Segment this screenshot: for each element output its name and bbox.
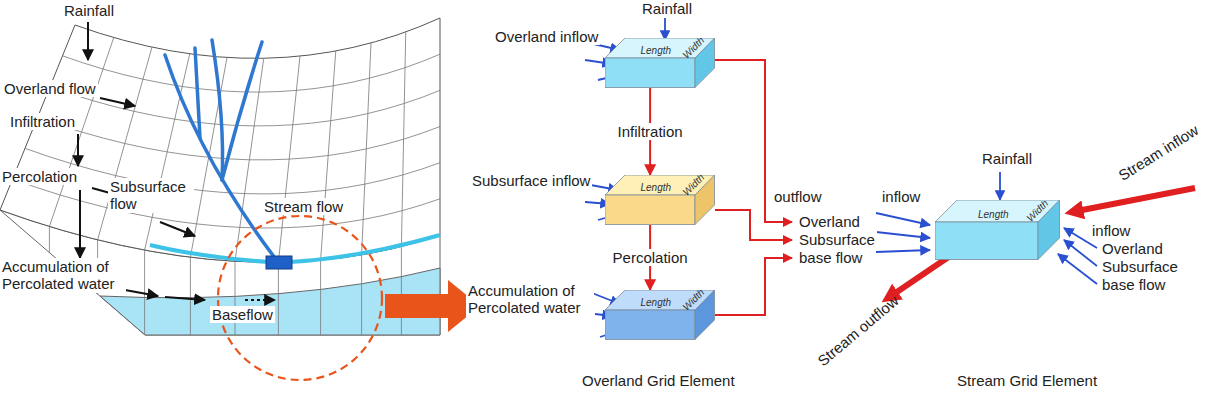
stream-network xyxy=(165,40,278,262)
label-text: Subsurface xyxy=(1100,258,1180,275)
dimension-length: Length xyxy=(641,183,672,193)
label-text: outflow xyxy=(772,188,824,205)
grid-element-box: LengthWidth xyxy=(605,175,715,225)
grid-line xyxy=(49,226,50,252)
label-text: Baseflow xyxy=(210,306,275,323)
grid-line xyxy=(235,261,236,335)
grid-line xyxy=(401,246,402,335)
inflow-arrows xyxy=(585,18,1097,337)
label-text: Overland xyxy=(1100,240,1165,257)
box-front-face xyxy=(605,58,695,88)
label-text: Accumulation of Percolated water xyxy=(0,258,126,293)
grid-line xyxy=(278,262,279,335)
front-channel xyxy=(150,245,268,262)
connector-label: Percolation xyxy=(611,249,690,266)
label-text: Subsurface inflow xyxy=(470,172,592,189)
label-text: Rainfall xyxy=(640,0,694,17)
label-text: Overland flow xyxy=(2,80,98,97)
grid-element-box: LengthWidth xyxy=(605,290,715,340)
terrain-surface xyxy=(0,18,440,262)
label-text: inflow xyxy=(880,188,922,205)
grid-line xyxy=(25,148,440,194)
label-text: Rainfall xyxy=(980,150,1034,167)
label-text: Stream flow xyxy=(262,198,345,215)
connector-label: Infiltration xyxy=(616,123,685,140)
grid-line xyxy=(144,250,145,335)
box-front-face xyxy=(605,195,695,225)
label-text: Rainfall xyxy=(62,2,116,19)
label-text: Stream inflow xyxy=(1113,120,1203,185)
label-text: Accumulation of Percolated water xyxy=(466,282,594,317)
label-text: Percolation xyxy=(0,168,79,185)
dimension-length: Length xyxy=(978,210,1009,220)
label-text: Stream outflow xyxy=(813,290,904,370)
stream-outflow-arrow xyxy=(888,256,950,298)
dimension-length: Length xyxy=(641,298,672,308)
label-text: base flow xyxy=(1100,276,1167,293)
focus-circle xyxy=(218,216,382,380)
box-front-face xyxy=(605,310,695,340)
label-text: Subsurface xyxy=(797,231,877,248)
box-front-face xyxy=(935,222,1038,260)
label-text: Overland Grid Element xyxy=(580,372,737,389)
label-text: Overland inflow xyxy=(493,28,600,45)
baseflow-arrow xyxy=(245,299,275,301)
stream-inflow-arrow xyxy=(1072,188,1195,212)
label-text: Stream Grid Element xyxy=(955,372,1099,389)
grid-line xyxy=(320,260,321,335)
grid-element-box: LengthWidth xyxy=(605,38,715,88)
grid-element-box: LengthWidth xyxy=(935,200,1060,260)
grid-line xyxy=(361,255,362,335)
label-text: inflow xyxy=(1090,222,1132,239)
label-text: Subsurface flow xyxy=(108,178,194,213)
outlet-cell xyxy=(266,256,292,269)
label-text: base flow xyxy=(797,249,864,266)
label-text: Overland xyxy=(797,213,862,230)
dimension-length: Length xyxy=(641,46,672,56)
grid-line xyxy=(190,257,191,335)
label-text: Infiltration xyxy=(8,113,77,130)
